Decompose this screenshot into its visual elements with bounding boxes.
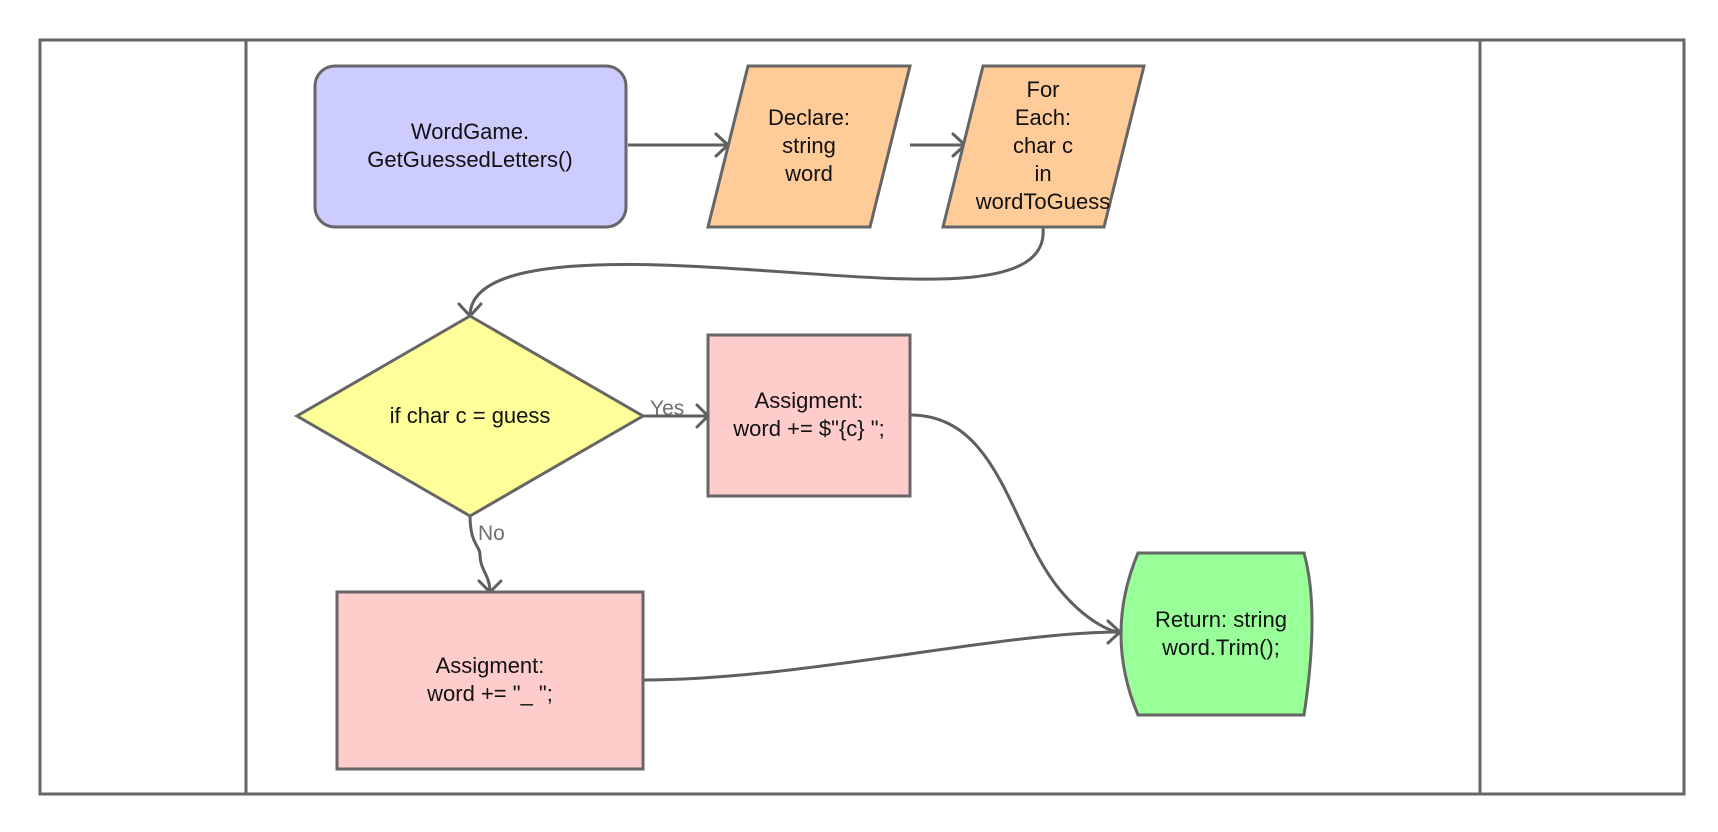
declare-label-line: word — [784, 161, 833, 186]
decision-node-label: if char c = guess — [390, 403, 551, 428]
edge-no — [468, 514, 492, 593]
decision-diamond-shape — [294, 314, 646, 518]
return-terminator-shape — [1119, 551, 1314, 717]
declare-node-label: Declare: string word — [768, 105, 850, 186]
return-node-label: Return: string word.Trim(); — [1155, 607, 1287, 660]
start-node-label: WordGame. GetGuessedLetters() — [367, 119, 572, 172]
assign-yes-node-label: Assigment: word += $"{c} "; — [732, 388, 884, 441]
return-label-line: word.Trim(); — [1161, 635, 1280, 660]
assign-yes-node[interactable]: Assigment: word += $"{c} "; — [706, 333, 912, 498]
assign-yes-process-shape — [706, 333, 912, 498]
edge-assign-yes-to-return — [909, 413, 1121, 634]
declare-label-line: Declare: — [768, 105, 850, 130]
assign-no-node[interactable]: Assigment: word += "_ "; — [335, 590, 645, 771]
edge-foreach-to-decision — [468, 227, 1045, 317]
declare-io-shape — [706, 64, 912, 229]
swimlane-frame — [38, 38, 1686, 796]
foreach-label-line: For — [1027, 77, 1060, 102]
assign-yes-label-line: Assigment: — [755, 388, 864, 413]
declare-node[interactable]: Declare: string word — [706, 64, 912, 229]
assign-no-label-line: Assigment: — [436, 653, 545, 678]
start-node[interactable]: WordGame. GetGuessedLetters() — [313, 64, 628, 229]
return-node[interactable]: Return: string word.Trim(); — [1119, 551, 1314, 717]
foreach-label-line: Each: — [1015, 105, 1071, 130]
edges — [457, 132, 1122, 682]
foreach-label-line: in — [1034, 161, 1051, 186]
decision-node[interactable]: if char c = guess — [294, 314, 646, 518]
foreach-io-shape — [941, 64, 1146, 229]
assign-yes-label-line: word += $"{c} "; — [732, 416, 884, 441]
foreach-label-line: wordToGuess — [975, 189, 1111, 214]
start-terminator-shape — [313, 64, 628, 229]
assign-no-node-label: Assigment: word += "_ "; — [426, 653, 553, 706]
return-label-line: Return: string — [1155, 607, 1287, 632]
start-label-line: GetGuessedLetters() — [367, 147, 572, 172]
edge-label-no: No — [478, 522, 505, 545]
decision-label-line: if char c = guess — [390, 403, 551, 428]
foreach-label-line: char c — [1013, 133, 1073, 158]
outer-frame — [38, 38, 1686, 796]
edge-assign-no-to-return — [642, 630, 1121, 682]
assign-no-label-line: word += "_ "; — [426, 681, 553, 706]
assign-no-process-shape — [335, 590, 645, 771]
start-label-line: WordGame. — [411, 119, 529, 144]
edge-label-yes: Yes — [650, 397, 684, 420]
declare-label-line: string — [782, 133, 836, 158]
